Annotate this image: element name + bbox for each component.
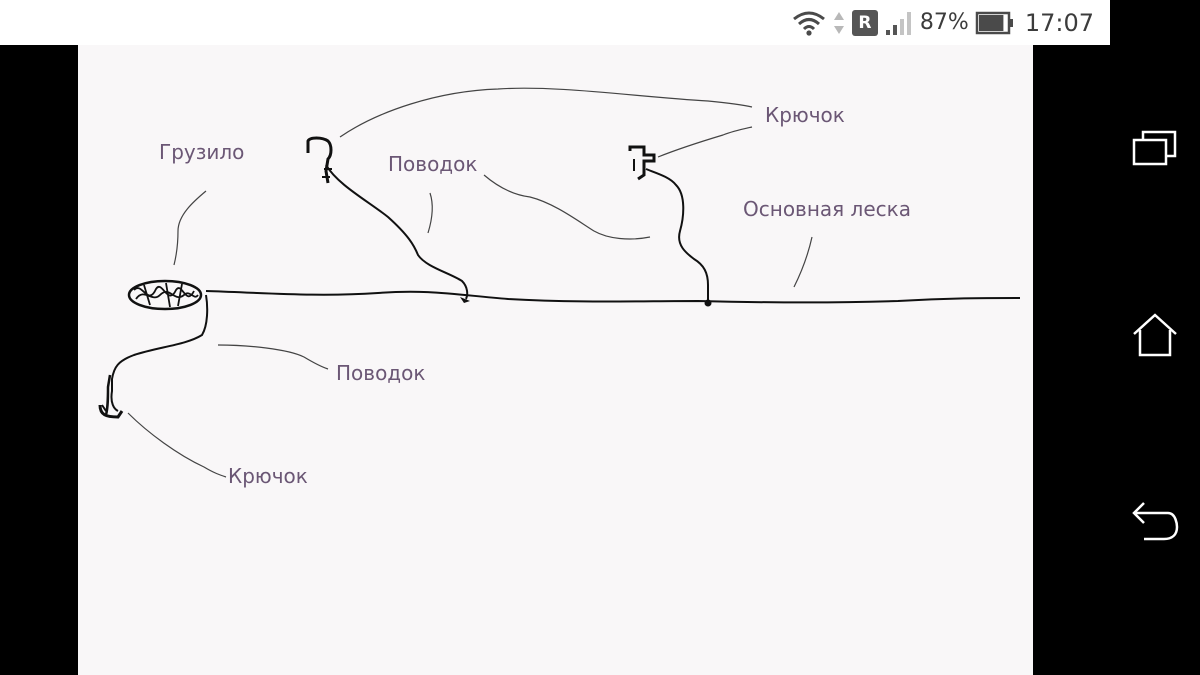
pointer-main-line	[793, 236, 813, 288]
hook-bottom	[98, 374, 124, 419]
data-activity-icon	[832, 9, 846, 37]
recent-apps-button[interactable]	[1130, 125, 1180, 175]
leader-top-2-line	[645, 168, 709, 303]
label-hook-top: Крючок	[765, 103, 845, 127]
hook-top-2	[628, 145, 656, 181]
label-sinker: Грузило	[159, 140, 244, 164]
leader-bottom-line	[110, 294, 209, 412]
status-bar: R 87% 17:07	[0, 0, 1110, 45]
leader-top-1-line	[325, 164, 469, 300]
back-button[interactable]	[1130, 498, 1180, 548]
wifi-icon	[792, 9, 826, 37]
label-leader-bottom: Поводок	[336, 361, 425, 385]
home-icon	[1130, 312, 1180, 362]
roaming-badge: R	[851, 9, 878, 36]
pointer-leader-top-a	[427, 192, 433, 234]
label-hook-bottom: Крючок	[228, 464, 308, 488]
pointer-hook-top-2	[657, 126, 753, 158]
pointer-leader-bottom	[217, 344, 329, 370]
home-button[interactable]	[1130, 312, 1180, 362]
main-line	[205, 290, 1021, 304]
pointer-hook-top-1	[339, 87, 753, 138]
navigation-bar	[1110, 0, 1200, 675]
battery-icon	[975, 9, 1015, 37]
cell-signal-icon	[884, 9, 914, 37]
recent-apps-icon	[1130, 128, 1180, 172]
label-main-line: Основная леска	[743, 197, 911, 221]
back-icon	[1130, 499, 1180, 547]
pointer-hook-bottom	[127, 412, 227, 478]
diagram-image: Грузило Поводок Крючок Основная леска По…	[78, 45, 1033, 675]
battery-percent: 87%	[919, 10, 969, 35]
pointer-lines	[127, 87, 813, 478]
pointer-sinker	[173, 190, 207, 266]
sinker-weight	[127, 279, 203, 311]
pointer-leader-top-b	[483, 174, 651, 240]
rig-diagram: Грузило Поводок Крючок Основная леска По…	[98, 87, 1021, 488]
label-leader-top: Поводок	[388, 152, 477, 176]
status-time: 17:07	[1024, 8, 1094, 37]
hook-top-1	[306, 136, 333, 184]
